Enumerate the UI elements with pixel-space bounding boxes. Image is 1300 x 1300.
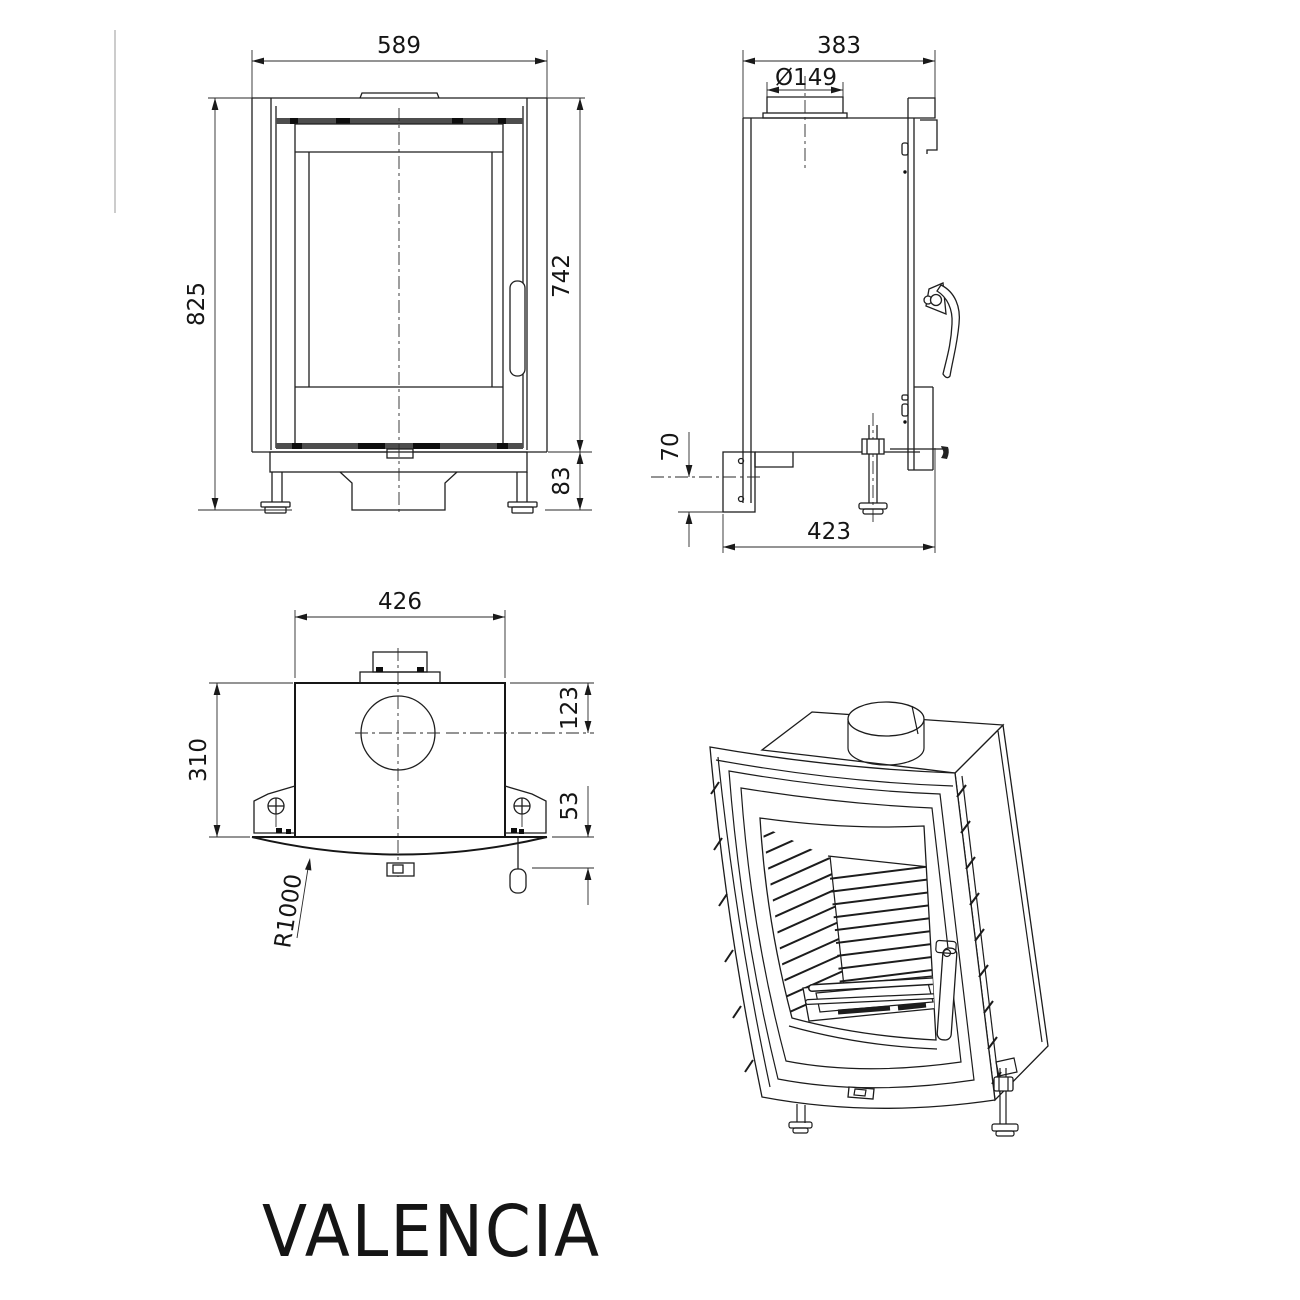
dim-label-149: Ø149	[775, 65, 837, 91]
curved-front-plate	[251, 836, 548, 856]
dim-base-depth: 423	[722, 448, 936, 553]
dim-front-offset: 53	[532, 786, 594, 905]
dim-label-310: 310	[186, 738, 212, 782]
latch-tab	[386, 448, 414, 459]
leg-bolt-side	[858, 413, 888, 522]
dim-bracket-height: 70	[651, 432, 764, 547]
side-view: 383 Ø149 70 423	[651, 33, 961, 553]
door-handle-front	[509, 280, 526, 377]
top-view: 426 310 123 53	[186, 589, 594, 950]
frame-edge-hatch	[710, 781, 1002, 1085]
dim-top-depth: 310	[186, 682, 293, 838]
dim-flue-diameter: Ø149	[766, 65, 844, 97]
flue-collar-top	[359, 651, 441, 684]
wall-hook	[941, 446, 949, 459]
dim-front-width: 589	[252, 33, 547, 65]
door-handle-side	[923, 282, 961, 379]
dim-label-83: 83	[549, 466, 575, 495]
dim-flue-center: 123	[446, 682, 594, 734]
door-handle-iso	[935, 939, 958, 1041]
legs-iso	[788, 1057, 1019, 1137]
dim-front-frame-height: 742	[548, 98, 592, 453]
door-top-vent	[276, 118, 523, 124]
rear-bracket	[722, 451, 756, 513]
dim-label-383: 383	[817, 33, 861, 59]
corner-bracket-left	[253, 785, 296, 834]
handle-knob-top	[509, 868, 527, 894]
door-bottom-vent	[276, 443, 523, 449]
dim-side-depth: 383	[743, 33, 935, 65]
dim-label-825: 825	[184, 282, 210, 326]
dim-label-589: 589	[377, 33, 421, 59]
flue-collar-side	[762, 76, 848, 170]
dim-label-423: 423	[807, 519, 851, 545]
pedestal	[339, 471, 458, 511]
dim-label-r1000: R1000	[270, 872, 307, 950]
dim-top-width: 426	[294, 589, 506, 678]
body-top-outline	[294, 682, 506, 838]
dim-label-53: 53	[557, 791, 583, 820]
dim-front-overall-height: 825	[184, 98, 292, 511]
dim-label-70: 70	[658, 432, 684, 461]
isometric-view	[709, 701, 1049, 1137]
dim-label-426: 426	[378, 589, 422, 615]
dim-front-base-height: 83	[545, 452, 592, 511]
latch-tab-iso	[847, 1086, 875, 1100]
model-title: VALENCIA	[262, 1190, 601, 1273]
door-frame-side	[901, 97, 938, 471]
corner-bracket-right	[504, 785, 547, 834]
front-view: 589 825 742 83	[184, 33, 592, 516]
dim-label-123: 123	[557, 686, 583, 730]
dim-label-742: 742	[549, 254, 575, 298]
dim-front-radius: R1000	[270, 858, 312, 950]
flue-collar-iso	[847, 701, 925, 766]
